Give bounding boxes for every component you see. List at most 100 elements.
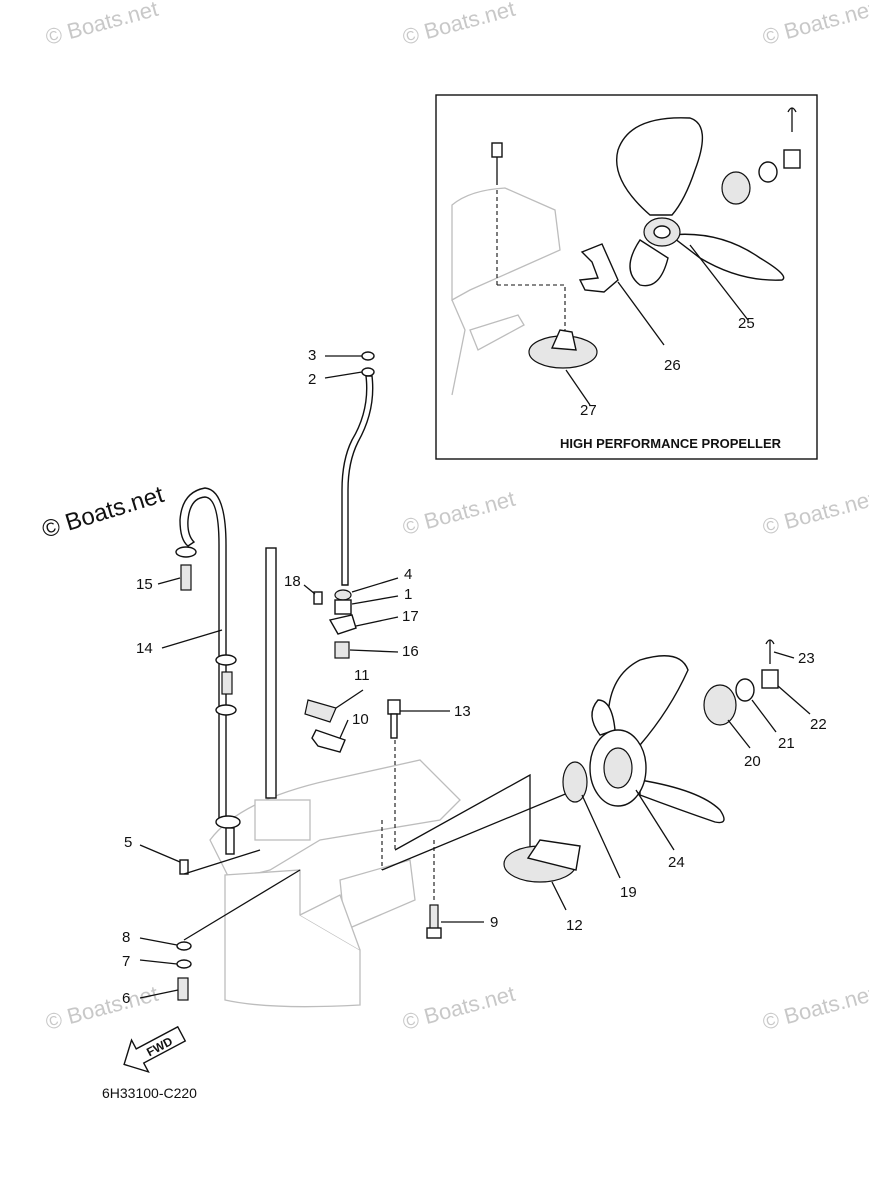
gearcase-torpedo: [339, 859, 416, 931]
part-19-thrust-washer: [562, 761, 588, 803]
part-12-trim-tab-fin: [526, 839, 581, 871]
callout-20: 20: [744, 753, 761, 770]
gearcase-body: [224, 869, 361, 1008]
callout-5: 5: [124, 834, 132, 851]
water-pump-base: [254, 799, 311, 841]
fwd-arrow: FWD: [123, 1025, 187, 1074]
water-tube-group: [313, 351, 375, 659]
hose-clamp: [215, 704, 237, 716]
part-13-bolt-shank: [390, 713, 398, 739]
part-10-cover: [311, 729, 346, 753]
part-14-hose: [179, 487, 227, 821]
watermark: © Boats.net: [43, 0, 161, 50]
callout-4: 4: [404, 566, 412, 583]
guide-line: [183, 869, 301, 941]
part-20-spacer: [703, 684, 737, 726]
inset-gearcase-edge: [451, 299, 466, 396]
callout-19: 19: [620, 884, 637, 901]
watermark: © Boats.net: [760, 486, 869, 540]
callout-14: 14: [136, 640, 153, 657]
gearcase-skeg: [299, 894, 361, 951]
inset-prop-shaft: [469, 314, 525, 351]
inset-trim-tab-top: [550, 329, 577, 351]
leader-2: [324, 371, 363, 379]
drive-shaft: [265, 547, 277, 799]
leader-4: [351, 577, 399, 593]
diagram-part-code: 6H33100-C220: [102, 1085, 197, 1101]
water-pump-parts: [304, 699, 401, 753]
high-performance-propeller-inset: 25 26 27 HIGH PERFORMANCE PROPELLER: [435, 94, 818, 460]
leader-12: [551, 881, 567, 911]
part-11-insert: [304, 699, 337, 723]
propeller-bore: [603, 747, 633, 789]
propeller-blade-left: [591, 699, 616, 736]
callout-3: 3: [308, 347, 316, 364]
inset-prop-blade-left: [629, 239, 669, 287]
part-7-washer: [176, 959, 192, 969]
callout-11: 11: [354, 667, 370, 684]
callout-17: 17: [402, 608, 419, 625]
inset-bolt: [491, 142, 503, 158]
callout-21: 21: [778, 735, 795, 752]
leader-11: [335, 689, 364, 709]
inset-washer: [758, 161, 778, 183]
leader-27: [565, 369, 591, 406]
hose-group: [175, 487, 241, 855]
watermark: © Boats.net: [400, 981, 518, 1035]
watermark: © Boats.net: [400, 0, 518, 50]
fwd-arrow-shape: [123, 1025, 187, 1074]
watermark: © Boats.net: [760, 981, 869, 1035]
callout-15: 15: [136, 576, 153, 593]
part-18-screw: [313, 591, 323, 605]
inset-prop-blade-top: [616, 117, 704, 216]
inset-nut: [783, 149, 801, 169]
part-23-cotter-pin: [765, 639, 775, 664]
callout-12: 12: [566, 917, 583, 934]
part-22-nut: [761, 669, 779, 689]
leader-25: [689, 244, 749, 321]
part-9-bolt: [429, 904, 439, 931]
part-1-grommet: [334, 599, 352, 615]
hose-clamp: [215, 815, 241, 829]
part-8-washer: [176, 941, 192, 951]
callout-26: 26: [664, 357, 681, 374]
watermark: © Boats.net: [400, 486, 518, 540]
inset-prop-bore: [653, 225, 671, 239]
inset-leader: [497, 284, 566, 340]
leader-6: [139, 989, 179, 999]
callout-25: 25: [738, 315, 755, 332]
leader-23: [773, 651, 795, 659]
watermarks: © Boats.net © Boats.net © Boats.net © Bo…: [39, 0, 869, 1035]
callout-22: 22: [810, 716, 827, 733]
part-16-sleeve: [334, 641, 350, 659]
guide-line: [183, 849, 261, 875]
leader-21: [751, 699, 777, 733]
hose-spring: [221, 671, 233, 695]
callout-10: 10: [352, 711, 369, 728]
leader-10: [339, 719, 349, 739]
trim-tab-group: [503, 839, 581, 883]
leader-5: [139, 844, 181, 863]
callout-9: 9: [490, 914, 498, 931]
propeller-blade-top: [607, 655, 689, 746]
water-tube: [341, 375, 374, 586]
leader-15: [157, 577, 181, 585]
callout-8: 8: [122, 929, 130, 946]
leader-19: [581, 794, 621, 879]
inset-spacer: [578, 243, 619, 293]
callouts: 3 2 4 1 17 18 16 15 14 11 10 13 5 8 7 6 …: [122, 347, 827, 1007]
gearcase-top-plate: [209, 759, 461, 881]
callout-27: 27: [580, 402, 597, 419]
part-21-washer: [735, 678, 755, 702]
callout-6: 6: [122, 990, 130, 1007]
guide-line: [381, 789, 576, 871]
leader-18: [303, 584, 316, 595]
part-3-grommet: [361, 351, 375, 361]
callout-16: 16: [402, 643, 419, 660]
hose-clamp: [215, 654, 237, 666]
leader-1: [351, 595, 399, 605]
leader-16: [349, 649, 399, 653]
watermark-main: © Boats.net: [39, 481, 167, 544]
inset-thrust-washer: [721, 171, 751, 205]
